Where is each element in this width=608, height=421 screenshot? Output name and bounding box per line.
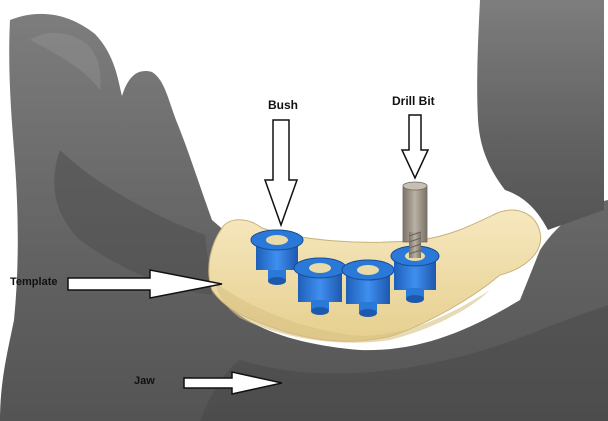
template-label: Template bbox=[10, 276, 57, 288]
bush-label: Bush bbox=[268, 98, 298, 112]
jaw-right-ramus bbox=[477, 0, 604, 230]
jaw-label: Jaw bbox=[134, 375, 155, 387]
drill-bit-label: Drill Bit bbox=[392, 94, 435, 108]
drill-bit-arrow bbox=[402, 115, 428, 178]
bush-arrow bbox=[265, 120, 297, 225]
